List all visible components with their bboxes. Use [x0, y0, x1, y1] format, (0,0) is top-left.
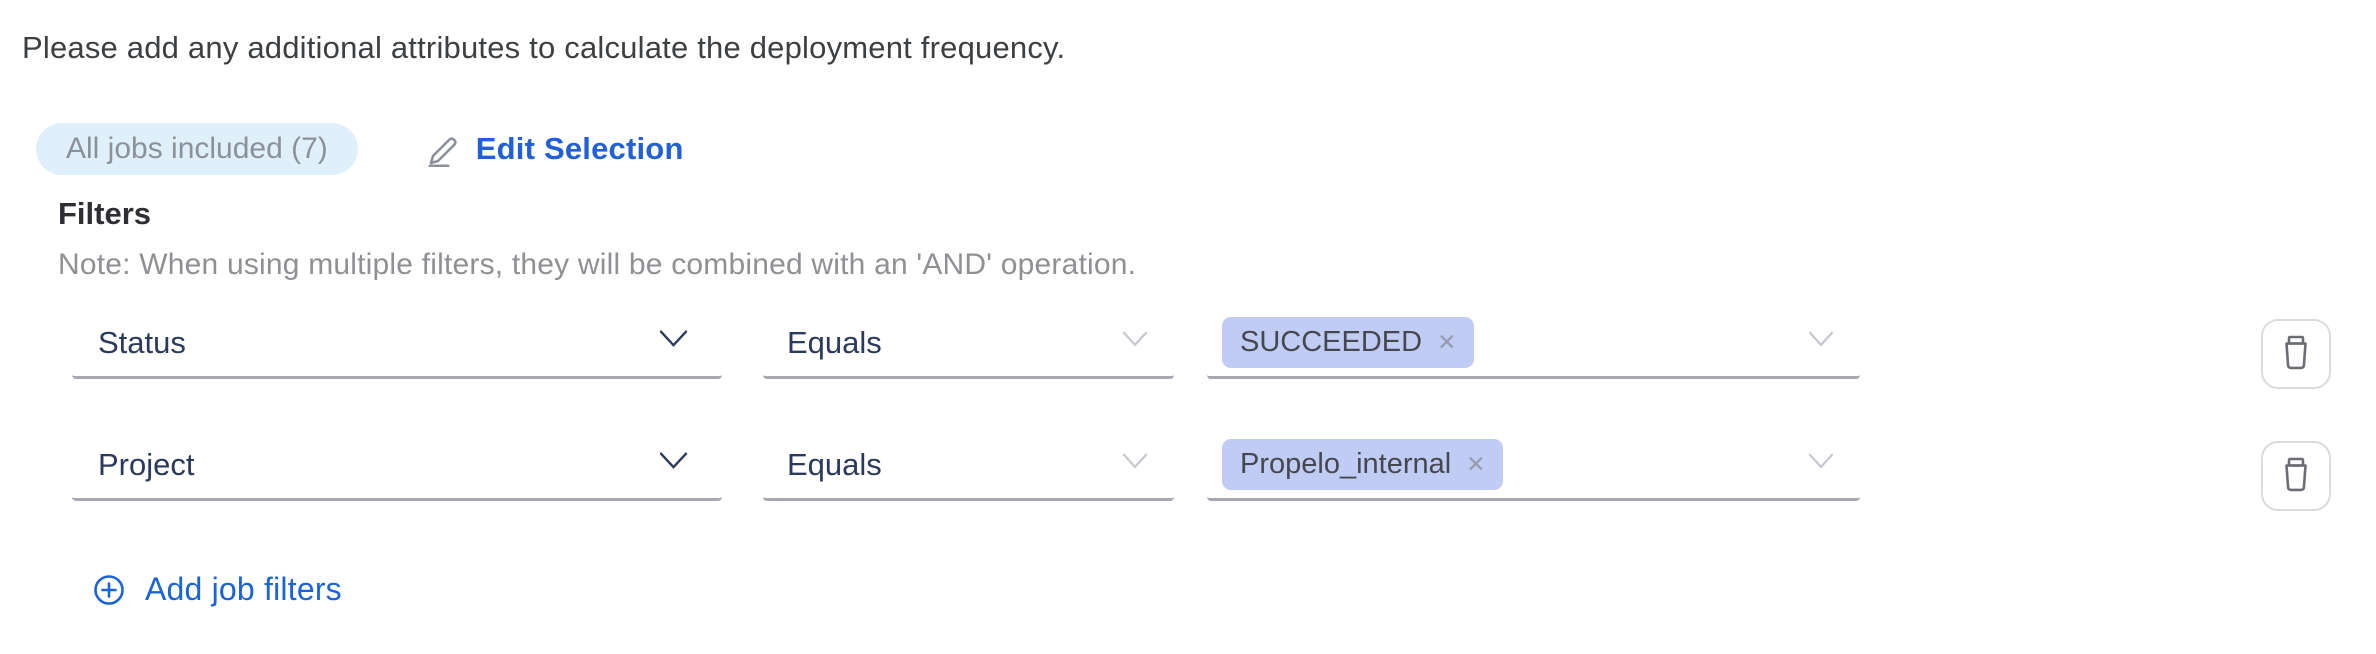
field-select[interactable]: Status [72, 309, 722, 379]
selected-value-tag: SUCCEEDED ✕ [1222, 317, 1475, 368]
trash-icon [2279, 333, 2313, 376]
instruction-text: Please add any additional attributes to … [22, 30, 1066, 65]
delete-filter-button[interactable] [2261, 319, 2331, 389]
filters-note: Note: When using multiple filters, they … [58, 248, 1137, 281]
value-select[interactable]: SUCCEEDED ✕ [1207, 309, 1860, 379]
filters-section-title: Filters [58, 196, 152, 231]
trash-icon [2279, 455, 2313, 498]
remove-tag-icon[interactable]: ✕ [1466, 451, 1486, 477]
chevron-down-icon [659, 451, 688, 474]
operator-select[interactable]: Equals [763, 431, 1174, 501]
chevron-down-icon [659, 329, 688, 352]
remove-tag-icon[interactable]: ✕ [1437, 329, 1457, 355]
chevron-down-icon [1122, 452, 1148, 473]
plus-circle-icon [92, 573, 126, 607]
delete-filter-button[interactable] [2261, 441, 2331, 511]
selected-value-label: Propelo_internal [1240, 448, 1452, 480]
value-select[interactable]: Propelo_internal ✕ [1207, 431, 1860, 501]
add-job-filters-label: Add job filters [145, 571, 342, 607]
edit-selection-label: Edit Selection [475, 131, 684, 166]
add-job-filters-button[interactable]: Add job filters [92, 571, 342, 608]
edit-pencil-icon [427, 131, 461, 168]
jobs-included-badge: All jobs included (7) [36, 123, 358, 175]
job-selection-row: All jobs included (7) Edit Selection [36, 123, 684, 175]
selected-value-tag: Propelo_internal ✕ [1222, 439, 1504, 490]
operator-select-value: Equals [787, 446, 882, 482]
filter-row: Status Equals SUCCEEDED ✕ [0, 309, 2376, 391]
chevron-down-icon [1808, 452, 1834, 473]
operator-select[interactable]: Equals [763, 309, 1174, 379]
operator-select-value: Equals [787, 324, 882, 360]
field-select-value: Status [98, 324, 186, 360]
chevron-down-icon [1122, 330, 1148, 351]
chevron-down-icon [1808, 330, 1834, 351]
field-select[interactable]: Project [72, 431, 722, 501]
filter-row: Project Equals Propelo_internal ✕ [0, 431, 2376, 513]
field-select-value: Project [98, 446, 195, 482]
edit-selection-button[interactable]: Edit Selection [427, 131, 684, 168]
selected-value-label: SUCCEEDED [1240, 326, 1423, 358]
